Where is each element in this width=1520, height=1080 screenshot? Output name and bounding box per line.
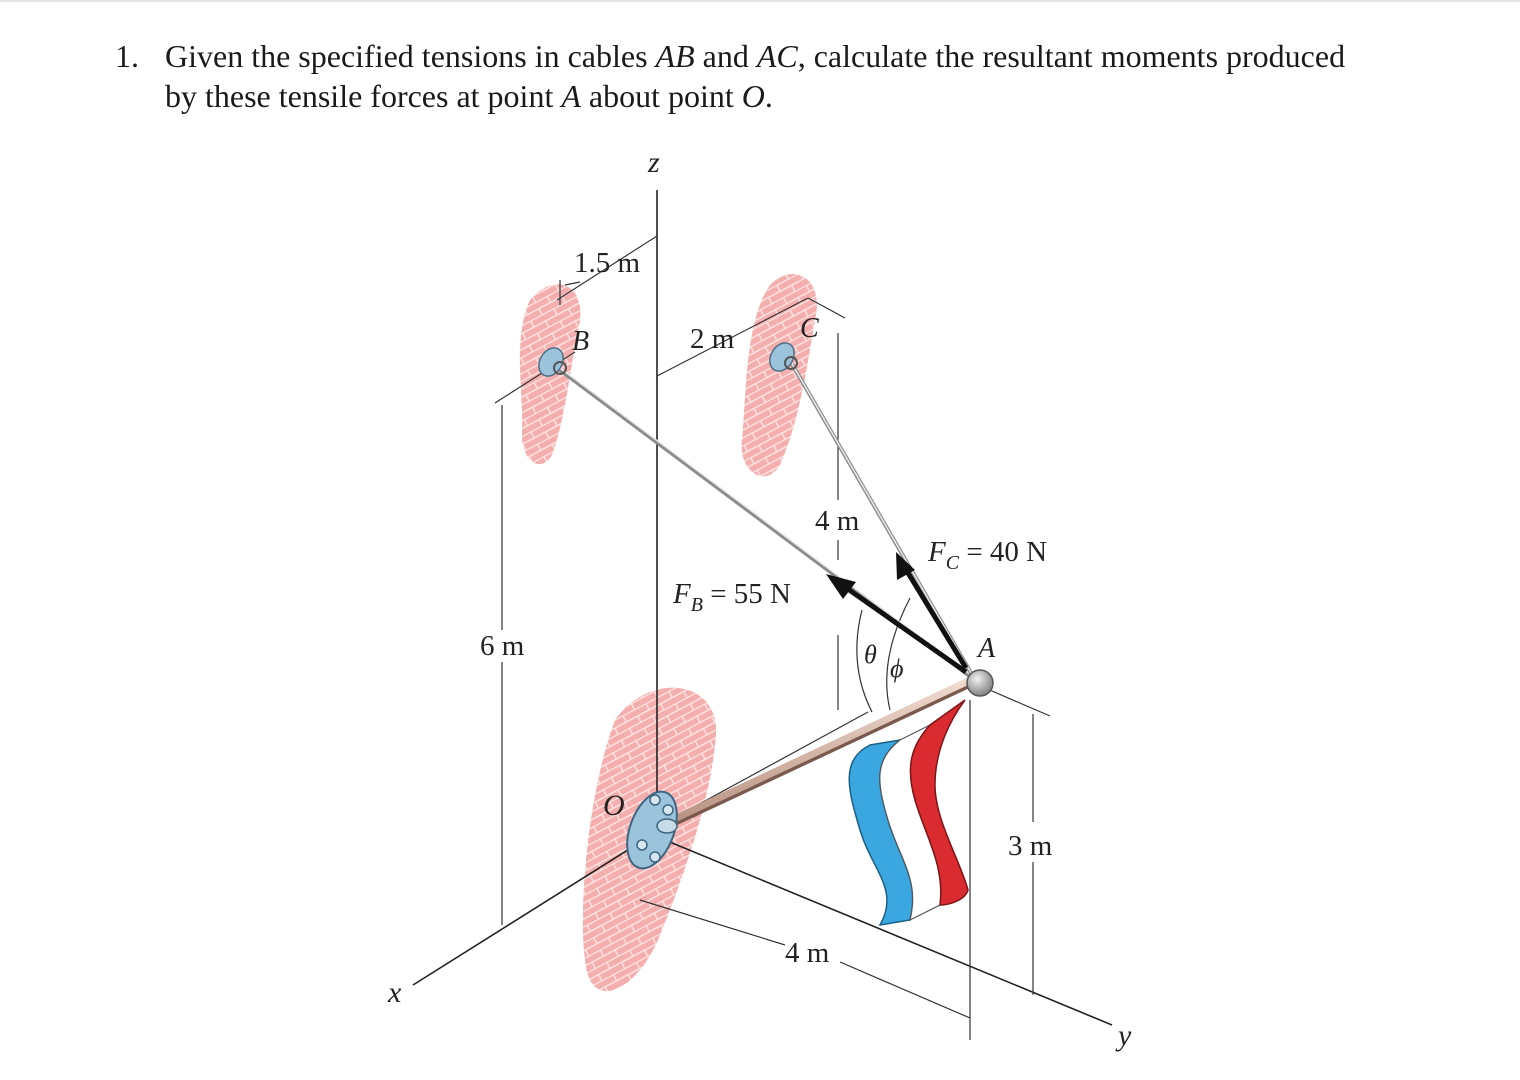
y-axis [664,839,1113,1026]
cable-ac-hi [790,361,975,679]
dim-2m: 2 m [690,323,735,355]
problem-number: 1. [115,38,139,74]
force-arrow-fb [826,574,968,675]
y-axis-label: y [1115,1019,1132,1052]
phi-label: ϕ [890,654,903,683]
dim-1-5m: 1.5 m [574,247,641,279]
theta-label: θ [864,640,877,669]
flag-pole [667,674,980,827]
point-c-label: C [800,313,819,344]
cable-ab-hi [559,367,976,679]
dim-4m-top: 4 m [815,505,860,537]
z-axis-label: z [647,146,660,179]
force-arrow-fc [896,552,969,670]
eyelet-c [769,342,798,372]
dimension-lines [494,235,1051,1040]
base-plate-o [626,790,678,870]
flag [848,699,969,926]
point-b-label: B [572,326,589,357]
point-o-label: O [603,789,625,822]
force-fb-label: FB = 55 N [672,578,791,616]
problem-line-2: by these tensile forces at point A about… [165,78,773,114]
x-axis [412,835,651,986]
force-fc-label: FC = 40 N [927,536,1047,574]
point-a-label: A [976,633,996,664]
top-divider [0,0,1520,2]
dim-4m-bottom: 4 m [785,937,830,969]
wall-patch-c [741,273,817,477]
problem-line-1: Given the specified tensions in cables A… [165,38,1346,74]
dim-6m: 6 m [480,630,525,662]
dim-3m: 3 m [1008,830,1053,862]
x-axis-label: x [387,976,402,1009]
angle-arcs [856,597,911,713]
eyelet-b [538,347,567,377]
knob-a [966,669,994,697]
